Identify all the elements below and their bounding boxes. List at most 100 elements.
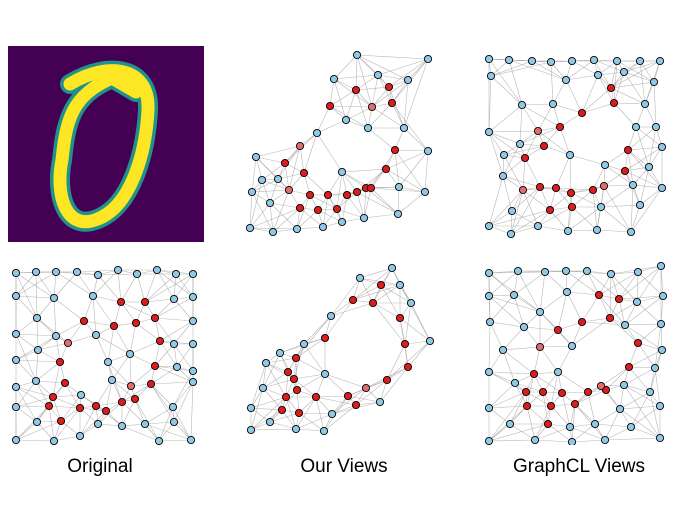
graph-edge	[569, 423, 596, 428]
graph-edge	[567, 206, 602, 232]
graph-edge	[35, 271, 38, 319]
graph-node-digit	[60, 378, 70, 388]
graph-node-background	[312, 128, 322, 138]
graph-edge	[352, 284, 401, 301]
graph-edge	[296, 209, 319, 230]
graph-node-background	[644, 162, 654, 172]
graph-edge	[581, 294, 600, 323]
graph-graphcl-top	[484, 54, 667, 239]
graph-edge	[250, 396, 287, 409]
graph-edge	[639, 60, 646, 105]
graph-node-background	[626, 227, 636, 237]
graph-node-background	[188, 269, 198, 279]
graph-edge	[15, 272, 38, 319]
graph-edge	[604, 408, 621, 441]
graph-node-digit	[368, 298, 378, 308]
original-digit-image	[8, 46, 204, 242]
graph-edge	[488, 131, 504, 177]
graph-edge	[262, 352, 281, 389]
graph-edge	[571, 60, 599, 76]
graph-edge	[526, 405, 549, 425]
graph-edge	[407, 340, 431, 368]
graph-edge	[517, 270, 541, 313]
graph-edge	[488, 294, 515, 297]
graph-edge	[113, 325, 131, 355]
graph-edge	[330, 277, 361, 317]
graph-edge	[15, 380, 37, 408]
graph-edge	[534, 439, 573, 443]
graph-node-background	[650, 363, 660, 373]
graph-node-background	[633, 267, 643, 277]
graph-edge	[355, 74, 379, 91]
graph-edge	[150, 381, 194, 385]
graph-edge	[609, 301, 638, 319]
graph-node-background	[320, 369, 330, 379]
graph-node-background	[506, 229, 516, 239]
graph-edge	[623, 60, 661, 73]
graph-node-background	[635, 56, 645, 66]
graph-edge	[623, 384, 661, 407]
graph-edge	[296, 373, 326, 391]
graph-edge	[424, 150, 429, 193]
graph-edge	[565, 79, 583, 114]
graph-edge	[555, 187, 573, 208]
graph-edge	[649, 391, 661, 439]
graph-edge	[134, 398, 146, 425]
graph-edge	[355, 89, 369, 129]
graph-edge	[92, 269, 119, 297]
graph-node-background	[140, 419, 150, 429]
graph-edge	[35, 380, 66, 384]
graph-node-background	[486, 71, 496, 81]
graph-edge	[593, 59, 625, 73]
graph-node-background	[247, 187, 257, 197]
graph-node-digit	[403, 362, 413, 372]
graph-node-background	[125, 349, 135, 359]
graph-node-background	[504, 55, 514, 65]
graph-edge	[36, 317, 69, 344]
graph-edge	[303, 132, 318, 174]
graph-node-background	[600, 160, 610, 170]
graph-node-background	[565, 422, 575, 432]
graph-edge	[522, 157, 526, 191]
graph-node-background	[600, 435, 610, 445]
graph-edge	[544, 271, 568, 293]
graph-edge	[571, 206, 598, 231]
graph-edge	[156, 269, 194, 298]
graph-edge	[508, 59, 567, 81]
graph-edge	[603, 184, 634, 187]
graph-edge	[543, 126, 561, 147]
graph-edge	[303, 172, 329, 196]
graph-edge	[524, 157, 541, 188]
graph-edge	[95, 379, 113, 407]
graph-edge	[380, 284, 412, 304]
graph-edge	[53, 407, 81, 442]
graph-node-background	[517, 100, 527, 110]
graph-edge	[502, 175, 524, 191]
graph-edge	[627, 146, 663, 151]
graph-edge	[539, 346, 559, 373]
graph-edge	[15, 386, 54, 398]
graph-edge	[394, 149, 400, 188]
graph-node-digit	[289, 374, 299, 384]
graph-edge	[15, 439, 55, 442]
graph-edge	[130, 365, 156, 387]
graph-edge	[605, 366, 630, 391]
graph-edge	[571, 321, 583, 347]
graph-node-background	[387, 263, 397, 273]
graph-node-background	[394, 182, 404, 192]
graph-node-digit	[533, 126, 543, 136]
graph-edge	[510, 225, 539, 235]
graph-node-digit	[577, 317, 587, 327]
graph-edge	[293, 373, 326, 380]
graph-edge	[92, 295, 97, 336]
graph-edge	[60, 394, 82, 422]
graph-edge	[557, 291, 568, 331]
graph-edge	[377, 58, 429, 76]
graph-node-digit	[614, 294, 624, 304]
graph-edge	[356, 191, 399, 215]
graph-edge	[295, 357, 298, 391]
graph-edge	[121, 398, 136, 427]
graph-edge	[333, 54, 358, 80]
graph-node-digit	[101, 406, 111, 416]
graph-node-background	[484, 54, 494, 64]
